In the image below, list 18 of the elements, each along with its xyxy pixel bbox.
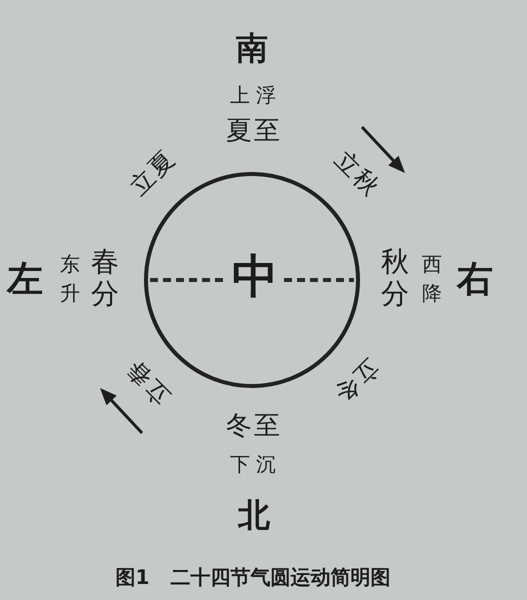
movement-label: 上浮 <box>229 85 282 105</box>
direction-label: 左 <box>7 262 43 298</box>
direction-label: 右 <box>457 262 493 298</box>
solar-term-label: 立夏 <box>124 145 180 201</box>
movement-label: 下沉 <box>229 454 282 474</box>
solar-term-label: 立春 <box>120 355 176 411</box>
center-label: 中 <box>232 253 278 299</box>
solar-term-label: 立秋 <box>329 145 385 201</box>
movement-label: 西降 <box>422 251 442 307</box>
solar-term-label: 夏至 <box>225 118 282 144</box>
direction-label: 南 <box>236 32 268 64</box>
solar-term-label: 春分 <box>91 246 119 310</box>
figure-caption: 图1 二十四节气圆运动简明图 <box>116 567 390 587</box>
solar-term-label: 秋分 <box>381 246 409 310</box>
solar-term-label: 冬至 <box>225 413 282 439</box>
direction-label: 北 <box>238 499 270 531</box>
solar-term-label: 立冬 <box>329 353 385 409</box>
movement-label: 东升 <box>60 251 80 307</box>
